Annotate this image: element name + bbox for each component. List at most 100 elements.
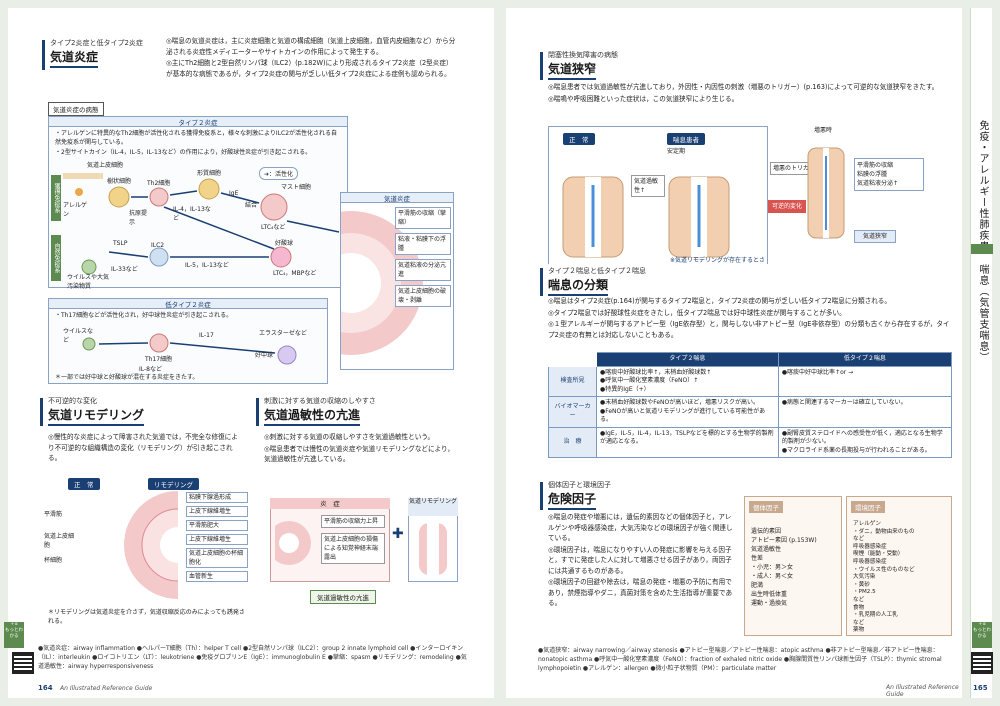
airway-item: 粘液・粘膜下の浮腫 <box>395 233 451 255</box>
low-type2-b1: ・Th17細胞などが活性化され，好中球性炎症が引き起こされる。 <box>55 312 233 319</box>
sec1-para1: ◎喘息の気道炎症は，主に炎症細胞と気道の構成細胞（気道上皮細胞，血管内皮細胞など… <box>166 37 456 56</box>
r-sec1-body: ◎喘息患者では気道過敏性が亢進しており，外因性・内因性の刺激（増悪のトリガー）(… <box>548 82 952 105</box>
env-item: ・黄砂 <box>853 581 870 588</box>
exac-items: 平滑筋の収縮 粘膜の浮腫 気道粘液分泌↑ <box>854 158 924 191</box>
right-lbl: 上皮下線維増生 <box>186 534 248 545</box>
narrowing-svg <box>562 176 730 258</box>
type2-b2: ・2型サイトカイン（IL-4，IL-5，IL-13など）の作用により，好酸球性炎… <box>55 149 312 156</box>
env-item: ・ダニ，動物由来のもの <box>853 528 915 535</box>
lbl-il33: IL-33など <box>111 266 138 273</box>
lbl-ige: IgE <box>229 190 239 197</box>
more-badge[interactable]: ＋α もっとわかる <box>972 622 992 648</box>
lbl-ilc2: ILC2 <box>151 242 165 249</box>
right-lbl: 平滑筋肥大 <box>186 520 248 531</box>
right-glossary: ●気道狭窄：airway narrowing／airway stenosis ●… <box>538 647 942 672</box>
result-box: 気道過敏性の亢進 <box>310 590 376 604</box>
sec3-title: 気道過敏性の亢進 <box>264 406 361 426</box>
type2-head: タイプ２炎症 <box>48 116 348 127</box>
ind-item: 気道過敏性 <box>751 546 782 553</box>
airway-cross-section <box>341 211 423 355</box>
more-badge-left[interactable]: ＋α もっとわかる <box>4 622 24 648</box>
allergen-icon <box>75 188 83 196</box>
low-il8: IL-8など <box>139 366 162 373</box>
env-item: ・ウイルス性のものなど <box>853 566 915 573</box>
empty-th <box>548 352 597 367</box>
airway-head: 気道炎症 <box>340 192 454 203</box>
left-lbl: 杯細胞 <box>44 557 63 564</box>
remod-figure <box>419 523 447 575</box>
ind-item: 出生時低体重 <box>751 591 788 598</box>
left-lbl: 気道上皮細胞 <box>44 533 75 549</box>
mast-cell-icon <box>260 193 288 221</box>
r-sec2-title: 喘息の分類 <box>548 276 609 296</box>
ind-item: ・小児：男＞女 <box>751 564 794 571</box>
exac-item: 粘膜の浮腫 <box>857 171 888 178</box>
normal-tag: 正 常 <box>563 133 595 145</box>
exac-item: 気道粘液分泌↑ <box>857 180 899 187</box>
row-low: ●喀痰中好中球比率↑or → <box>777 365 953 397</box>
lbl-il513: IL-5，IL-13など <box>185 262 229 269</box>
type2-b1: ・アレルゲンに特異的なTh2細胞が活性化される獲得免疫系と，様々な刺激によりIL… <box>55 130 338 146</box>
low-type2-head: 低タイプ２炎症 <box>48 298 328 309</box>
legend-arrow-icon: ➜ <box>264 171 270 178</box>
section-title: 喘息（気管支喘息） <box>977 264 988 363</box>
lbl-dc: 樹状細胞 <box>107 178 132 185</box>
sec1-title: 気道炎症 <box>50 48 99 68</box>
remodeling-tag: リモデリング <box>148 478 199 490</box>
col-low: 低タイプ２喘息 <box>777 352 953 367</box>
table-row: 治 療●IgE，IL-5，IL-4，IL-13，TSLPなどを標的とする生物学的… <box>548 426 953 458</box>
env-item: 呼吸器感染症 <box>853 558 887 565</box>
ind-item: アトピー素因 (p.153W) <box>751 537 817 544</box>
narrowing-section: 閉塞性換気障害の病態 気道狭窄 ◎喘息患者では気道過敏性が亢進しており，外因性・… <box>538 48 956 280</box>
sec3-para2: ◎喘息患者では慢性の気道炎症や気道リモデリングなどにより，気道過敏性が亢進してい… <box>264 444 454 464</box>
qr-code-icon[interactable] <box>12 652 34 674</box>
inflam-item: 平滑筋の収縮力上昇 <box>321 515 385 528</box>
ind-items: 遺伝的素因 アトピー素因 (p.153W) 気道過敏性 性差 ・小児：男＞女 ・… <box>751 527 839 608</box>
lumen <box>160 527 178 563</box>
exac-label: 増悪時 <box>814 127 833 134</box>
section-marker <box>971 244 993 254</box>
remodeling-figure <box>124 491 178 599</box>
row-low: ●副腎皮質ステロイドへの感受性が低く，適応となる生物学的製剤が少ない。 ●マクロ… <box>777 426 953 458</box>
inflam-figure <box>275 521 311 565</box>
airway-inflammation-section: タイプ2炎症と低タイプ2炎症 気道炎症 ◎喘息の気道炎症は，主に炎症細胞と気道の… <box>38 36 458 386</box>
type2-bullets: ・アレルゲンに特異的なTh2細胞が活性化される獲得免疫系と，様々な刺激によりIL… <box>55 129 343 158</box>
low-type2-panel: 低タイプ２炎症 ・Th17細胞などが活性化され，好中球性炎症が引き起こされる。 … <box>48 298 328 384</box>
arrow-virus-th17 <box>98 342 149 345</box>
env-item: 大気汚染 <box>853 574 876 581</box>
dendritic-cell-icon <box>108 186 130 208</box>
ind-item: 遺伝的素因 <box>751 528 782 535</box>
low-neut: 好中球 <box>255 352 274 359</box>
sec1-subtitle: タイプ2炎症と低タイプ2炎症 <box>50 39 143 47</box>
innate-label: 自然免疫系 <box>51 235 61 281</box>
row-head: 検査所見 <box>548 365 597 397</box>
airway-item: 平滑筋の収縮（攣縮） <box>395 207 451 229</box>
individual-box: 個体因子 遺伝的素因 アトピー素因 (p.153W) 気道過敏性 性差 ・小児：… <box>744 496 842 636</box>
legend: ➜：活性化 <box>259 167 299 180</box>
lbl-eos: 好酸球 <box>275 240 294 247</box>
page-number: 164 <box>38 684 53 692</box>
airway-figure: 気道炎症 平滑筋の収縮（攣縮） 粘液・粘膜下の浮腫 気道粘液の分泌亢進 気道上皮… <box>340 192 454 370</box>
r-sec3-body: ◎喘息の発症や増悪には，遺伝的素因などの個体因子と，アレルゲンや呼吸器感染症，大… <box>548 512 738 610</box>
sec2-foot: ＊リモデリングは気道炎症を介さず，気道収縮反応のみによっても誘発される。 <box>48 609 245 625</box>
environment-box: 環境因子 アレルゲン ・ダニ，動物由来のもの など 呼吸器感染症 喫煙（能動・受… <box>846 496 952 636</box>
env-item: 食物 <box>853 604 865 611</box>
r-sec2-para3: ◎１型アレルギーが関与するアトピー型（IgE依存型）と，関与しない非アトピー型（… <box>548 320 950 339</box>
arrow-mast-airway <box>286 220 340 233</box>
lbl-il413: IL-4，IL-13など <box>173 206 211 222</box>
sec1-body: ◎喘息の気道炎症は，主に炎症細胞と気道の構成細胞（気道上皮細胞，血管内皮細胞など… <box>166 36 456 80</box>
qr-code-icon[interactable] <box>971 652 993 674</box>
virus-icon <box>81 259 97 275</box>
type2-panel: タイプ２炎症 ・アレルゲンに特異的なTh2細胞が活性化される獲得免疫系と，様々な… <box>48 116 348 290</box>
neutrophil-icon <box>277 345 297 365</box>
inflam-box: 炎 症 平滑筋の収縮力上昇 気道上皮細胞の損傷による知覚神経末端露出 <box>270 498 390 582</box>
chapter-sidebar: 免疫・アレルギー性肺疾患 喘息（気管支喘息） ＋α もっとわかる 165 <box>970 8 993 698</box>
sec3-body: ◎刺激に対する気道の収縮しやすさを気道過敏性という。 ◎喘息患者では慢性の気道炎… <box>264 432 460 466</box>
right-page: 閉塞性換気障害の病態 気道狭窄 ◎喘息患者では気道過敏性が亢進しており，外因性・… <box>506 8 962 698</box>
arrow-plasma-mast <box>220 192 260 204</box>
normal-tag: 正 常 <box>68 478 100 490</box>
row-t2: ●喀痰中好酸球比率↑，末梢血好酸球数↑ ●呼気中一酸化窒素濃度（FeNO）↑ ●… <box>596 365 779 397</box>
env-item: 喫煙（能動・受動） <box>853 551 904 558</box>
title-bar <box>540 52 543 80</box>
ind-item: 肥満 <box>751 582 764 589</box>
